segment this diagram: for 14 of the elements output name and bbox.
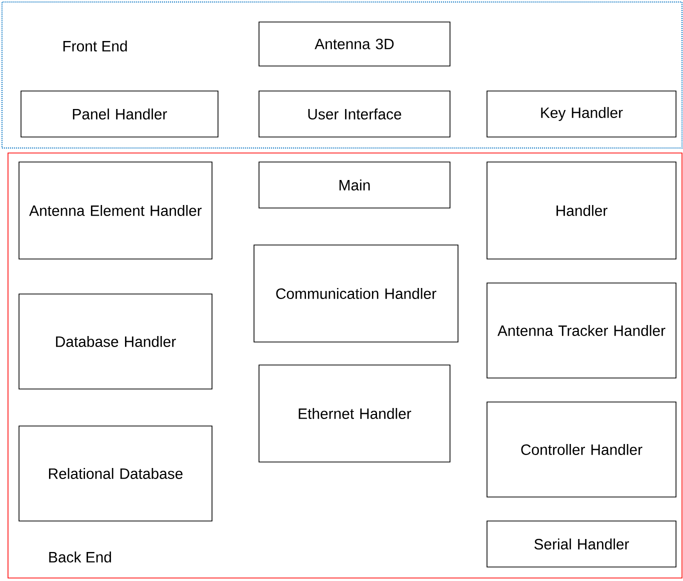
module-box: Antenna 3D: [258, 22, 450, 66]
module-box: User Interface: [258, 90, 450, 138]
module-box: Controller Handler: [486, 402, 676, 498]
module-box: Antenna Element Handler: [18, 162, 212, 260]
module-box: Key Handler: [486, 90, 676, 138]
module-box: Antenna Tracker Handler: [486, 282, 676, 378]
module-box: Serial Handler: [486, 520, 676, 568]
module-box: Handler: [486, 162, 676, 260]
module-box: Panel Handler: [20, 90, 218, 138]
module-box: Ethernet Handler: [258, 364, 450, 462]
module-box: Communication Handler: [254, 244, 458, 342]
module-box: Relational Database: [18, 426, 212, 522]
module-box: Main: [258, 162, 450, 208]
module-box: Database Handler: [18, 294, 212, 390]
